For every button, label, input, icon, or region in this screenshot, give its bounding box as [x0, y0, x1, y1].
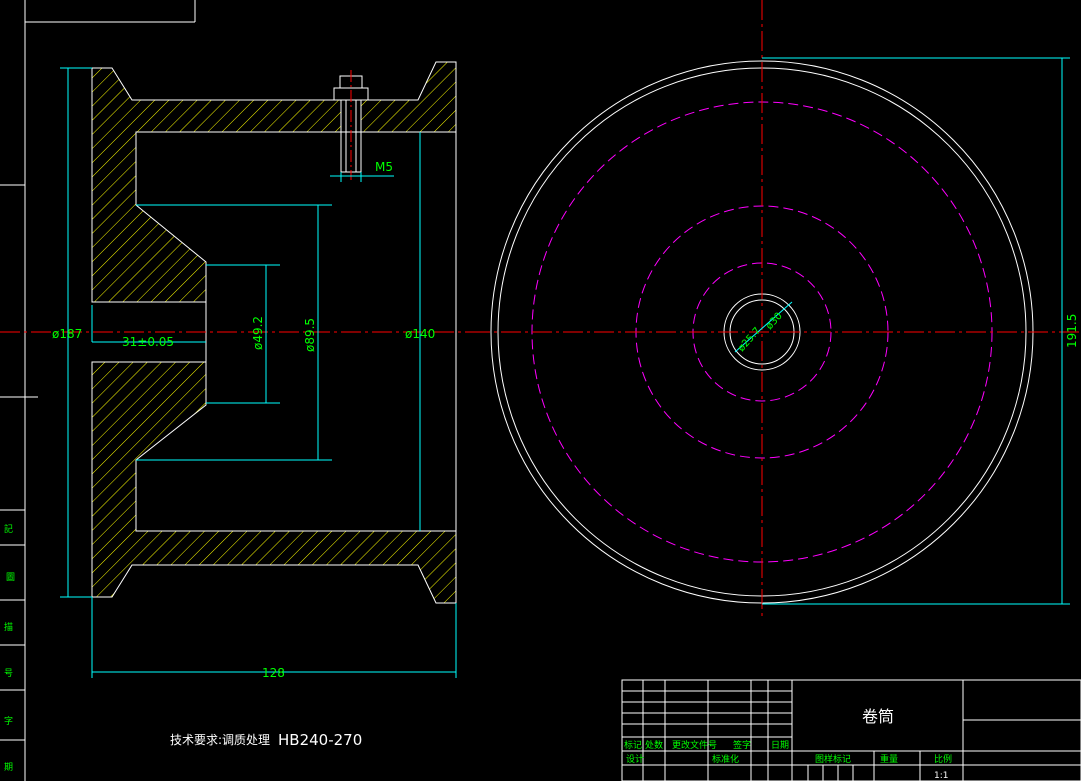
frame-label-3: 描	[4, 621, 13, 633]
dim-hub-length: 31±0.05	[122, 335, 174, 349]
tech-requirement-value: HB240-270	[278, 731, 362, 749]
frame-label-2: 圖	[6, 572, 15, 583]
section-outlines	[205, 132, 457, 531]
rev-header-date: 日期	[771, 740, 789, 751]
standardization-label: 标准化	[712, 753, 739, 765]
frame-label-6: 期	[4, 762, 13, 773]
stage-header-scale: 比例	[934, 753, 952, 765]
dim-flange-diameter: ø187	[52, 327, 82, 341]
left-frame-labels: 記 圖 描 号 字 期	[4, 523, 15, 773]
rev-header-mark: 标记	[624, 739, 642, 751]
rev-header-doc: 更改文件号	[672, 739, 717, 751]
section-hatch-bottom	[91, 361, 457, 604]
section-hatch-top	[91, 61, 457, 303]
tech-requirement-note: 技术要求:调质处理 HB240-270	[170, 731, 362, 749]
frame-label-5: 字	[4, 715, 13, 727]
dim-bolt-thread: M5	[375, 160, 393, 174]
dim-overall-length: 128	[262, 666, 285, 680]
frame-label-1: 記	[4, 523, 13, 535]
stage-header-weight: 重量	[880, 753, 898, 765]
part-name: 卷筒	[862, 707, 894, 726]
rev-header-sign: 签字	[733, 739, 751, 751]
dim-outer-height: 191.5	[1065, 314, 1079, 348]
dim-center-hole-2: ø30	[764, 311, 785, 332]
design-label: 设计	[626, 753, 644, 765]
scale-value: 1:1	[934, 771, 948, 781]
end-view[interactable]: 191.5 ø25.7 ø30	[470, 0, 1081, 620]
section-dimension-lines	[60, 67, 457, 678]
end-view-dimension-lines	[734, 57, 1070, 605]
section-view[interactable]: ø187 31±0.05 ø49.2 ø89.5 ø140 128 M5	[0, 61, 470, 680]
tech-requirement-label: 技术要求:调质处理	[170, 733, 270, 747]
dim-hub-diameter: ø89.5	[303, 318, 317, 352]
rev-header-count: 处数	[645, 739, 663, 751]
title-block	[621, 679, 1081, 781]
dim-drum-inner-diameter: ø140	[405, 327, 435, 341]
title-block-text: 卷筒 标记 处数 更改文件号 签字 日期 设计 标准化 图样标记 重量 比例 1…	[624, 707, 952, 781]
dim-center-hole: ø25.7	[736, 326, 763, 354]
frame-label-4: 号	[4, 668, 13, 679]
dim-bore-diameter: ø49.2	[251, 316, 265, 350]
stage-header-mark: 图样标记	[815, 753, 851, 765]
drawing-frame	[0, 0, 196, 781]
